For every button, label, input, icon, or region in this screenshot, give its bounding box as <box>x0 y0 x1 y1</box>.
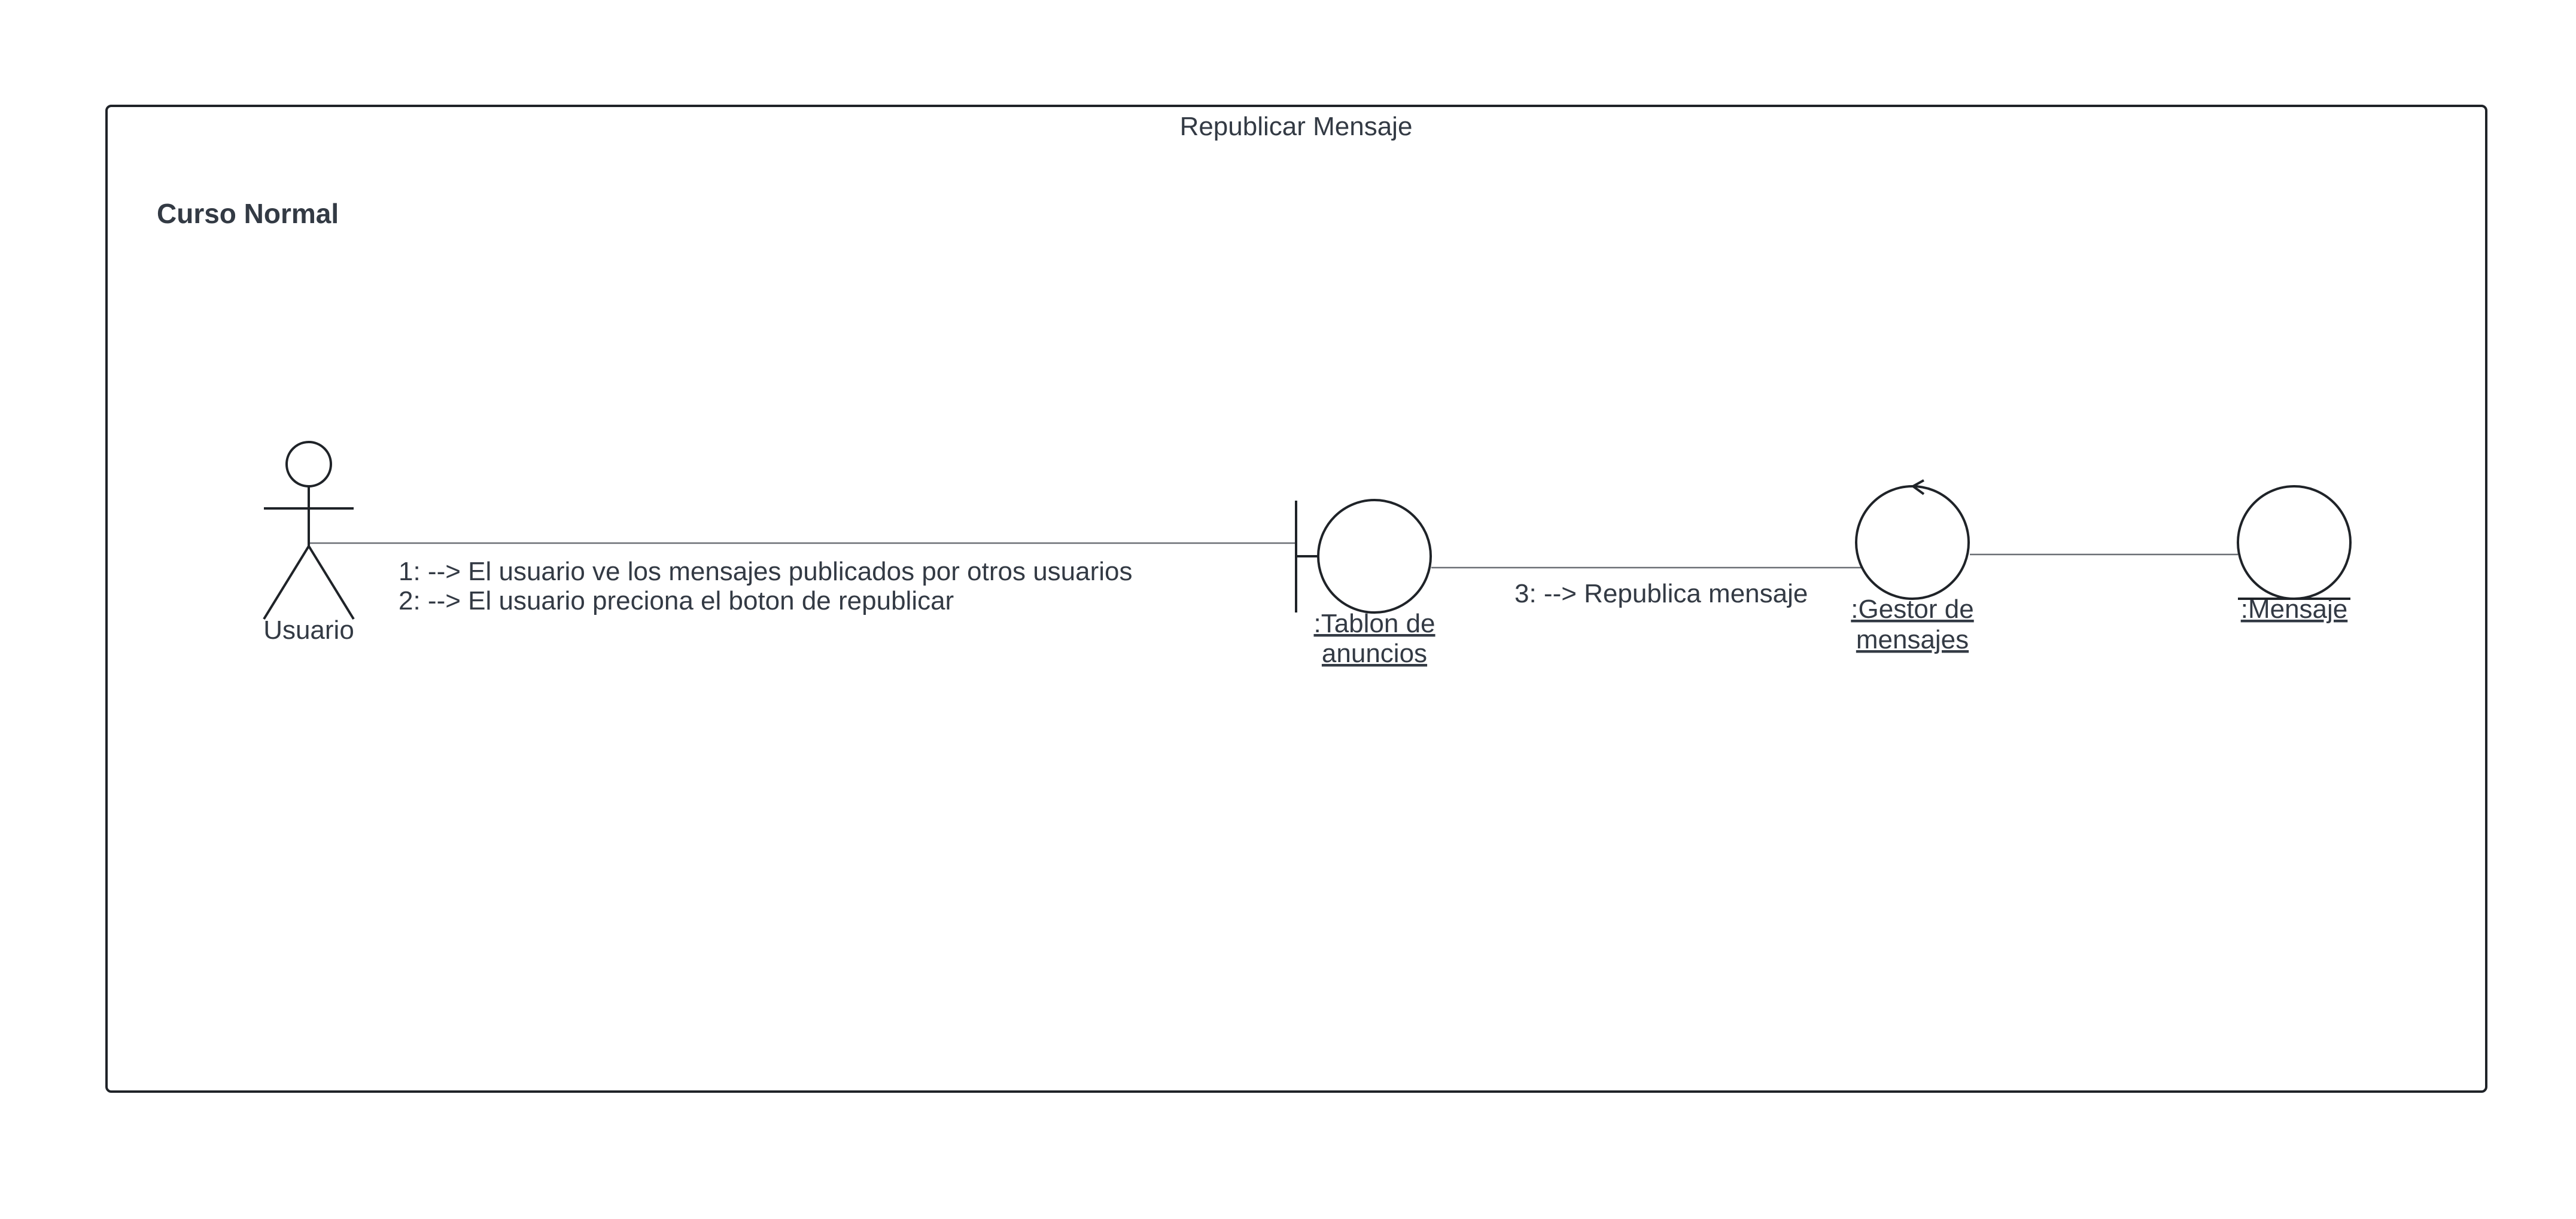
object-mensaje: :Mensaje <box>2237 485 2352 624</box>
actor-usuario: Usuario <box>263 441 355 645</box>
object-gestor-de-mensajes: :Gestor de mensajes <box>1851 479 1974 654</box>
control-icon <box>1855 479 1970 600</box>
entity-label: :Mensaje <box>2241 595 2348 624</box>
control-label-line-1: :Gestor de <box>1851 595 1973 624</box>
boundary-label-line-1: :Tablon de <box>1313 609 1435 638</box>
object-tablon-de-anuncios: :Tablon de anuncios <box>1295 499 1435 668</box>
message-2: 2: --> El usuario preciona el boton de r… <box>399 586 954 615</box>
diagram-frame <box>105 105 2487 1093</box>
boundary-icon <box>1295 499 1432 614</box>
boundary-label-line-2: anuncios <box>1322 639 1427 668</box>
actor-stick-figure-icon <box>263 441 355 620</box>
control-label-line-2: mensajes <box>1856 625 1969 654</box>
message-1: 1: --> El usuario ve los mensajes public… <box>399 557 1133 586</box>
actor-label: Usuario <box>263 615 354 645</box>
message-3: 3: --> Republica mensaje <box>1514 579 1808 608</box>
diagram-subtitle: Curso Normal <box>157 198 339 229</box>
entity-icon <box>2237 485 2352 600</box>
diagram-title: Republicar Mensaje <box>1180 112 1413 141</box>
